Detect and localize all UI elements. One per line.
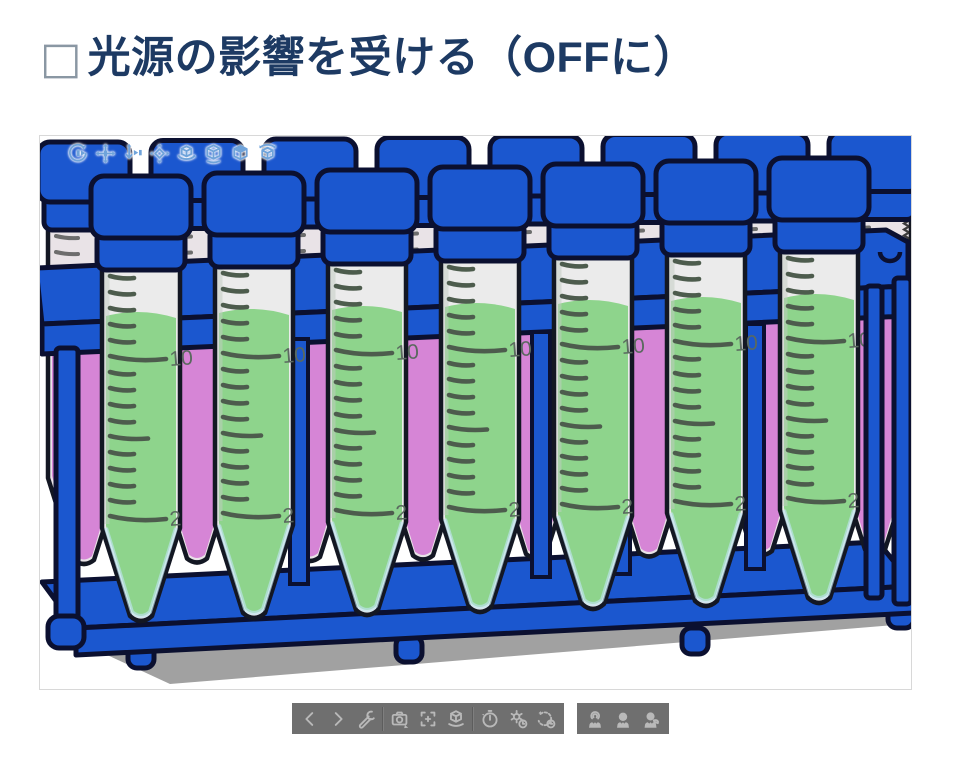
hand-annotate-button[interactable] bbox=[637, 703, 665, 734]
orbit-icon bbox=[68, 143, 87, 162]
zoom-extents-icon bbox=[149, 143, 169, 163]
rotate-clock-icon bbox=[537, 710, 556, 728]
cube-base-icon bbox=[448, 709, 464, 727]
cube-view-button[interactable] bbox=[201, 141, 225, 165]
rack-corner-posts bbox=[45, 275, 911, 651]
zoom-button[interactable] bbox=[120, 141, 144, 165]
pan-button[interactable] bbox=[93, 141, 117, 165]
hand-sphere-button[interactable] bbox=[609, 703, 637, 734]
snapshot-button[interactable] bbox=[386, 703, 414, 734]
iso-view-icon bbox=[177, 144, 196, 160]
standard-views-button[interactable] bbox=[255, 141, 279, 165]
hand-swirl-button[interactable] bbox=[581, 703, 609, 734]
viewer-toolbar bbox=[292, 703, 564, 734]
top-view-icon bbox=[232, 144, 248, 160]
cube-view-icon bbox=[205, 143, 221, 163]
previous-button[interactable] bbox=[296, 703, 324, 734]
page-title: 光源の影響を受ける（OFFに） bbox=[87, 34, 698, 82]
settings-button[interactable] bbox=[352, 703, 380, 734]
title-bullet: □ bbox=[40, 33, 82, 84]
hand-swirl-icon bbox=[589, 710, 601, 728]
chevron-left-icon bbox=[305, 711, 314, 726]
show-model-button[interactable] bbox=[442, 703, 470, 734]
gear-timer-button[interactable] bbox=[504, 703, 532, 734]
chevron-right-icon bbox=[334, 711, 343, 726]
crosshair-icon bbox=[420, 711, 436, 726]
gear-clock-icon bbox=[510, 709, 528, 728]
pan-icon bbox=[95, 143, 115, 163]
model-viewer[interactable]: 10 2 bbox=[39, 135, 912, 690]
view-toolbar bbox=[66, 141, 279, 165]
next-button[interactable] bbox=[324, 703, 352, 734]
iso-view-button[interactable] bbox=[174, 141, 198, 165]
standard-views-icon bbox=[258, 143, 276, 160]
play-timer-button[interactable] bbox=[476, 703, 504, 734]
orbit-button[interactable] bbox=[66, 141, 90, 165]
slide-title-row: □ 光源の影響を受ける（OFFに） bbox=[40, 33, 698, 85]
toolbar-separator bbox=[472, 706, 474, 731]
hand-annotate-icon bbox=[644, 711, 660, 728]
center-view-button[interactable] bbox=[414, 703, 442, 734]
turntable-timer-button[interactable] bbox=[532, 703, 560, 734]
presentation-toolbar bbox=[577, 703, 669, 734]
camera-icon bbox=[391, 711, 409, 728]
hand-sphere-icon bbox=[617, 712, 629, 728]
wrench-icon bbox=[358, 710, 375, 729]
zoom-extents-button[interactable] bbox=[147, 141, 171, 165]
toolbar-separator bbox=[382, 706, 384, 731]
model-scene: 10 2 bbox=[40, 136, 911, 684]
zoom-icon bbox=[125, 143, 142, 159]
timer-icon bbox=[481, 709, 498, 727]
top-view-button[interactable] bbox=[228, 141, 252, 165]
